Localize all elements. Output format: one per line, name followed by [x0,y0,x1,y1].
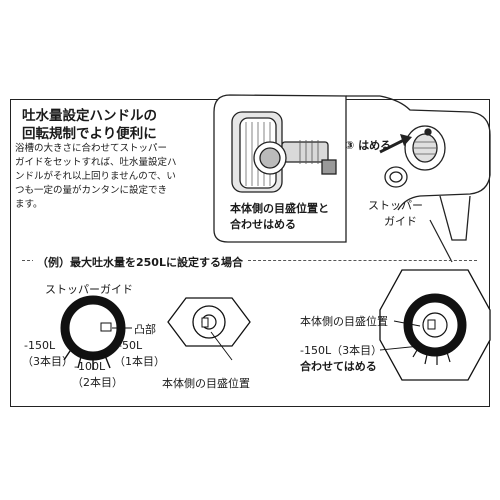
description-line-5: ます。 [15,199,43,210]
faucet-illustration [213,94,491,263]
stopper-guide-label-line-1: ストッパー [368,199,423,212]
convex-label: 凸部 [134,323,156,336]
example-title: （例）最大吐水量を250Lに設定する場合 [33,254,247,270]
heading-line-2: 回転規制でより便利に [22,126,157,142]
scale-ticks [63,347,111,370]
minus50-label: -50L [118,339,143,352]
description-line-1: 浴槽の大きさに合わせてストッパー [15,143,168,154]
stopper-guide-label-line-2: ガイド [384,215,417,228]
step-insert-label: ③ はめる [345,139,392,152]
right-body-scale-label: 本体側の目盛位置 [300,315,388,328]
align-label-line-1: 本体側の目盛位置と [230,202,329,215]
heading-line-1: 吐水量設定ハンドルの [22,108,157,124]
minus100-label: -100L [74,360,106,373]
body-scale-label: 本体側の目盛位置 [162,377,250,390]
description-line-4: つも一定の量がカンタンに設定でき [15,185,168,196]
insert-arrow [379,138,405,154]
description-line-3: ンドルがそれ以上回りませんので、い [15,171,176,182]
minus150-sub-label: （3本目） [22,355,73,368]
align-label-line-2: 合わせはめる [230,218,296,231]
right-minus150-label: -150L（3本目） [300,344,383,357]
section-divider [22,260,477,261]
body-scale-socket [167,297,251,361]
stopper-guide-caption: ストッパーガイド [45,283,133,296]
minus100-sub-label: （2本目） [72,376,123,389]
right-align-label: 合わせてはめる [300,360,377,373]
minus50-sub-label: （1本目） [114,355,165,368]
assembled-view [379,269,491,381]
description-line-2: ガイドをセットすれば、吐水量設定ハ [15,157,177,168]
minus150-label: -150L [24,339,56,352]
